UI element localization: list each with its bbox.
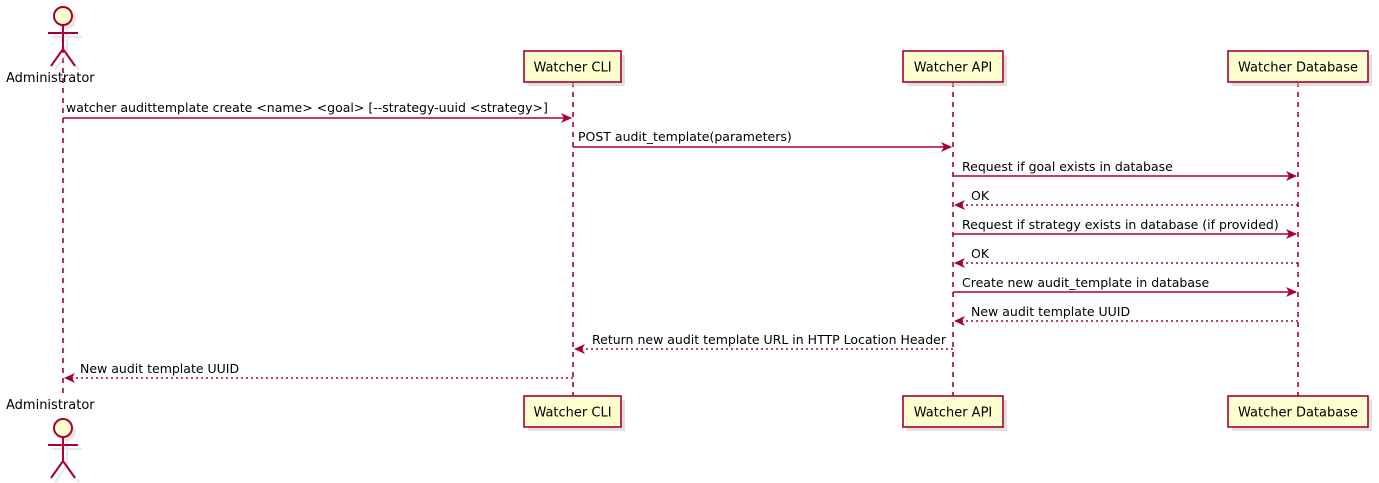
actor-head-icon xyxy=(53,418,73,438)
participant-box-watcher-cli-bottom[interactable]: Watcher CLI xyxy=(523,395,625,431)
message-label: Create new audit_template in database xyxy=(962,275,1209,290)
participant-box-watcher-database-top[interactable]: Watcher Database xyxy=(1227,50,1372,86)
message-label: POST audit_template(parameters) xyxy=(578,129,792,144)
message-label: Request if strategy exists in database (… xyxy=(962,217,1279,232)
message-label: Return new audit template URL in HTTP Lo… xyxy=(592,332,947,347)
message-label: New audit template UUID xyxy=(971,304,1130,319)
message-4-watcher-api-to-watcher-database[interactable]: Request if strategy exists in database (… xyxy=(953,217,1297,239)
actor-label: Administrator xyxy=(6,71,95,86)
box-rect[interactable] xyxy=(902,395,1004,428)
lifelines-layer xyxy=(62,48,1299,396)
message-2-watcher-api-to-watcher-database[interactable]: Request if goal exists in database xyxy=(953,159,1297,181)
participant-label: Watcher Database xyxy=(1238,406,1358,421)
message-5-watcher-database-to-watcher-api[interactable]: OK xyxy=(954,246,1298,268)
actor-leg-right xyxy=(62,48,76,67)
message-6-watcher-api-to-watcher-database[interactable]: Create new audit_template in database xyxy=(953,275,1297,297)
actor-head-icon xyxy=(53,6,73,26)
message-8-watcher-api-to-watcher-cli[interactable]: Return new audit template URL in HTTP Lo… xyxy=(574,332,953,354)
actor-leg-left xyxy=(50,460,64,479)
actor-leg-left xyxy=(50,48,64,67)
message-0-administrator-to-watcher-cli[interactable]: watcher audittemplate create <name> <goa… xyxy=(63,100,572,123)
message-label: OK xyxy=(971,246,990,261)
participant-box-watcher-database-bottom[interactable]: Watcher Database xyxy=(1227,395,1372,431)
actor-administrator-bottom[interactable]: Administrator xyxy=(6,398,95,483)
participant-box-watcher-cli-top[interactable]: Watcher CLI xyxy=(523,50,625,86)
participant-label: Watcher API xyxy=(914,406,993,421)
actor-administrator-top[interactable]: Administrator xyxy=(6,6,95,86)
message-9-watcher-cli-to-administrator[interactable]: New audit template UUID xyxy=(64,361,573,383)
message-label: OK xyxy=(971,188,990,203)
box-rect[interactable] xyxy=(1227,50,1369,83)
participant-label: Watcher CLI xyxy=(533,61,611,76)
participant-label: Watcher Database xyxy=(1238,61,1358,76)
actor-leg-right xyxy=(62,460,76,479)
box-rect[interactable] xyxy=(1227,395,1369,428)
message-label: New audit template UUID xyxy=(80,361,239,376)
participant-box-watcher-api-top[interactable]: Watcher API xyxy=(902,50,1007,86)
message-label: watcher audittemplate create <name> <goa… xyxy=(66,100,548,115)
messages-layer: watcher audittemplate create <name> <goa… xyxy=(63,100,1298,383)
box-rect[interactable] xyxy=(902,50,1004,83)
box-rect[interactable] xyxy=(523,50,622,83)
actor-label: Administrator xyxy=(6,398,95,413)
participant-label: Watcher API xyxy=(914,61,993,76)
message-3-watcher-database-to-watcher-api[interactable]: OK xyxy=(954,188,1298,210)
message-1-watcher-cli-to-watcher-api[interactable]: POST audit_template(parameters) xyxy=(573,129,952,152)
message-label: Request if goal exists in database xyxy=(962,159,1173,174)
box-rect[interactable] xyxy=(523,395,622,428)
message-7-watcher-database-to-watcher-api[interactable]: New audit template UUID xyxy=(954,304,1298,326)
participant-label: Watcher CLI xyxy=(533,406,611,421)
participant-box-watcher-api-bottom[interactable]: Watcher API xyxy=(902,395,1007,431)
